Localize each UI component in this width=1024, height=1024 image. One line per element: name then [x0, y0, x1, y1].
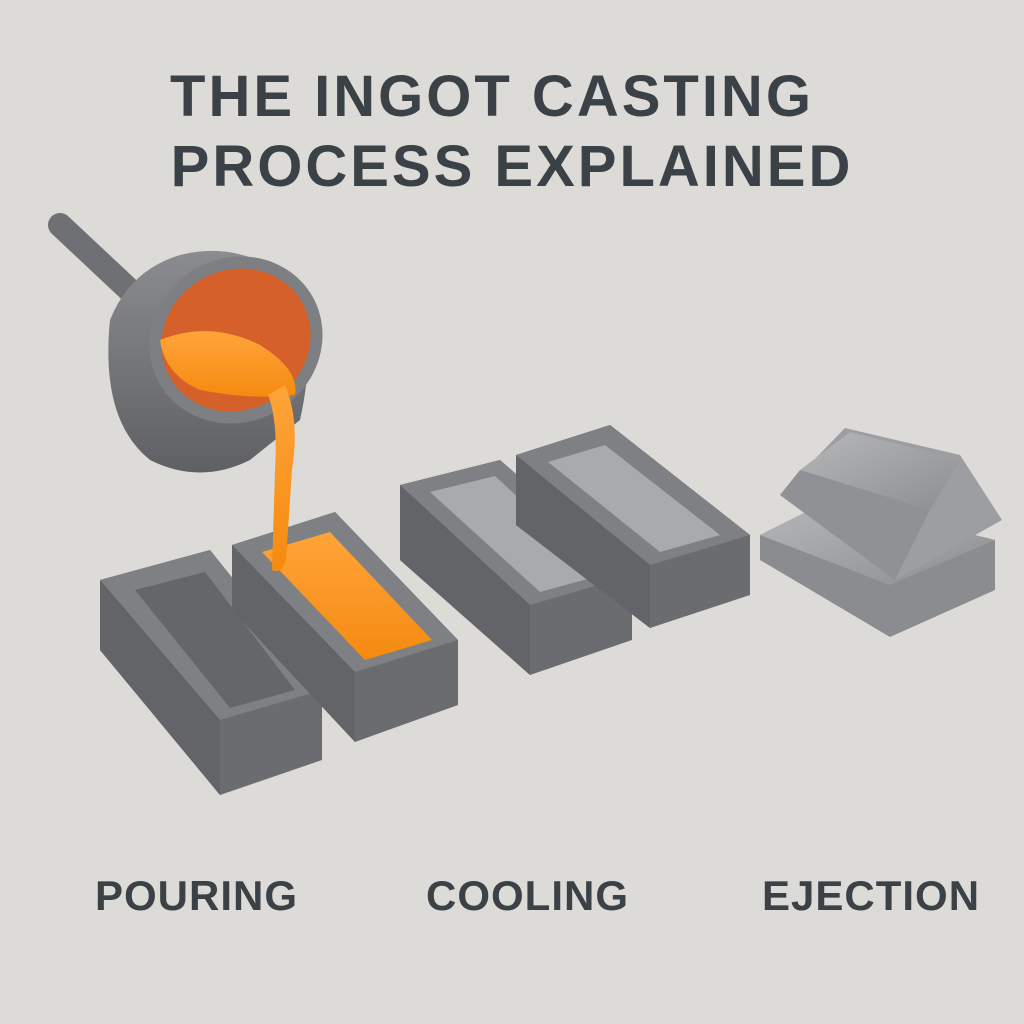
title-line-2: PROCESS EXPLAINED	[170, 134, 854, 199]
stage-label-ejection: EJECTION	[762, 872, 981, 919]
title-line-1: THE INGOT CASTING	[170, 64, 814, 129]
stage-label-cooling: COOLING	[426, 872, 629, 919]
stage-label-pouring: POURING	[95, 872, 299, 919]
empty-mold	[100, 550, 322, 795]
filled-mold	[232, 512, 458, 742]
ingot-stack	[760, 428, 1002, 637]
cooling-mold-1	[400, 460, 632, 675]
ladle	[48, 213, 323, 572]
cooling-mold-2	[516, 425, 750, 628]
